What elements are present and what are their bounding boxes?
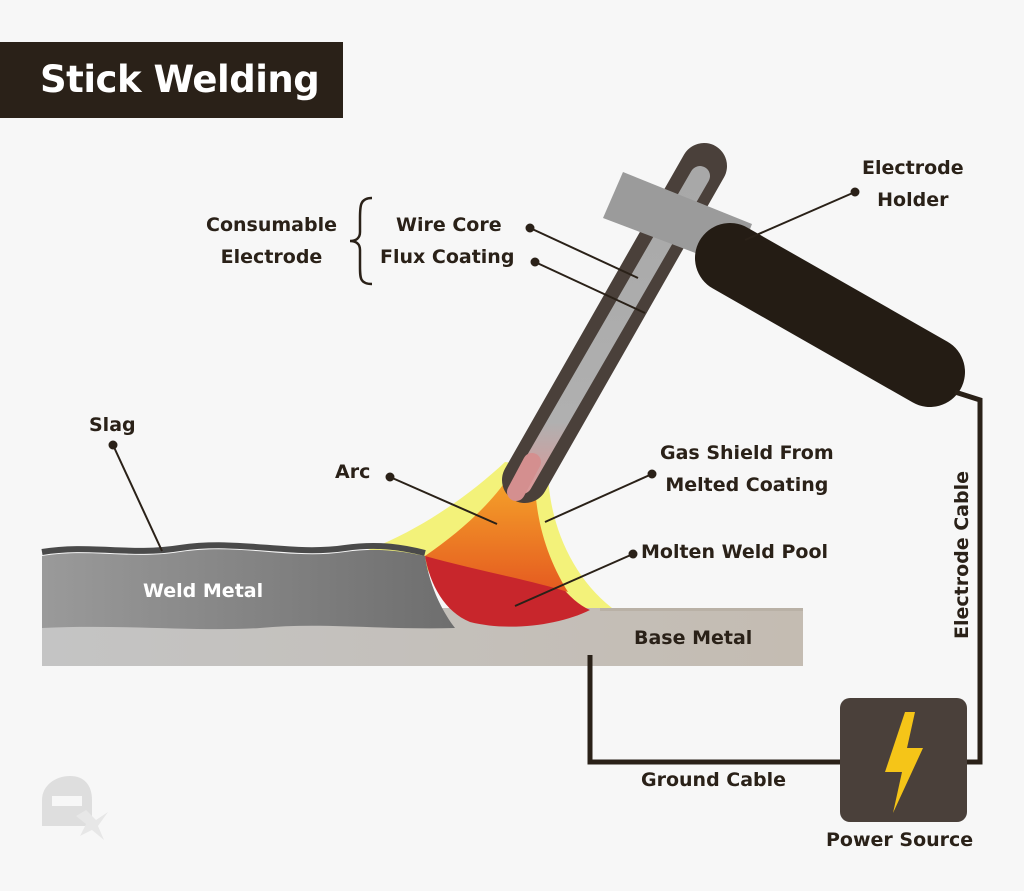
leader-wire-core [529,227,639,279]
leader-electrode-holder [744,191,856,241]
leader-arc [389,476,498,525]
lightning-bolt-icon [885,712,923,813]
arc-flame [425,475,568,592]
label-wire-core: Wire Core [396,214,502,236]
leader-slag [112,444,163,552]
leader-gas-shield [544,473,653,523]
slag-layer [41,542,426,556]
leader-molten-pool [514,553,634,607]
label-weld-metal: Weld Metal [143,580,264,602]
label-ground-cable: Ground Cable [641,769,787,791]
diagram-title: Stick Welding [40,58,320,101]
weld-metal [42,549,455,630]
welding-helmet-icon [42,776,108,840]
base-metal-top-edge [600,608,803,611]
wire-core-tip [507,453,541,501]
label-electrode-holder: Electrode Holder [862,157,964,211]
label-power-source: Power Source [826,829,974,851]
label-consumable-electrode: Consumable Electrode [206,214,337,268]
label-molten-weld-pool: Molten Weld Pool [641,541,829,563]
label-gas-shield: Gas Shield From Melted Coating [660,442,834,496]
label-arc: Arc [335,461,371,483]
leader-flux-coating [534,261,646,314]
ground-cable [587,655,840,765]
label-flux-coating: Flux Coating [380,246,515,268]
label-base-metal: Base Metal [634,627,753,649]
electrode-brace [349,196,373,286]
label-slag: Slag [89,414,136,436]
electrode-holder-handle [695,223,965,407]
electrode-cable [954,389,983,765]
title-bar [0,42,343,118]
label-electrode-cable: Electrode Cable [951,470,973,640]
